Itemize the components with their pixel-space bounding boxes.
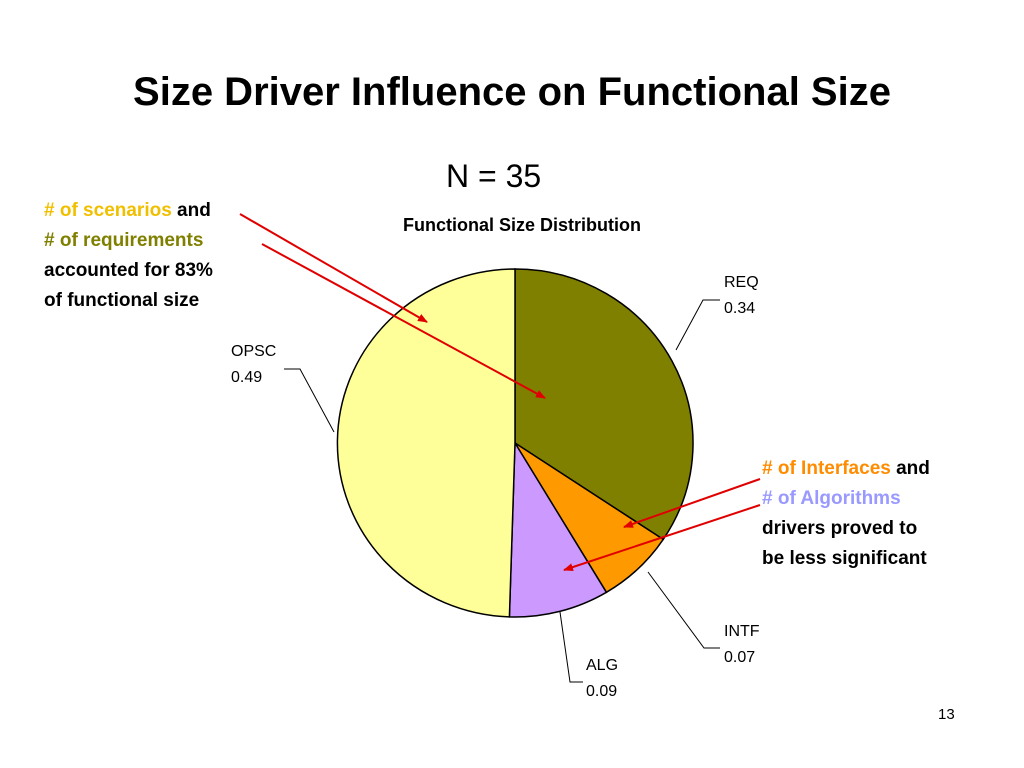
slice-name-alg: ALG [586,657,618,674]
slice-value-intf: 0.07 [724,649,755,666]
slice-name-intf: INTF [724,623,760,640]
drivers-text: drivers proved to [762,518,918,539]
sample-size-label: N = 35 [446,158,542,194]
scenarios-text: # of scenarios [44,200,172,221]
arrow-algorithms [563,504,761,571]
interfaces-text: # of Interfaces [762,458,891,479]
pie-slice-alg [508,440,608,618]
pie-slice-opsc [336,268,516,618]
leader-line-req [675,299,720,351]
less-significant-text: be less significant [762,548,927,569]
arrow-requirements [261,243,546,399]
leader-line-intf [647,571,720,649]
leader-line-opsc [284,368,335,433]
and-text: and [171,200,211,221]
functional-size-text: of functional size [44,290,200,311]
requirements-text: # of requirements [44,230,204,251]
slice-value-req: 0.34 [724,300,755,317]
arrow-interfaces [623,478,761,528]
left-annotation: # of scenarios and # of requirements acc… [44,196,284,316]
and-text: and [890,458,930,479]
algorithms-text: # of Algorithms [762,488,901,509]
annotation-arrows [239,213,761,571]
slice-value-alg: 0.09 [586,683,617,700]
slice-name-opsc: OPSC [231,343,276,360]
leader-line-alg [559,611,583,683]
slice-value-opsc: 0.49 [231,369,262,386]
arrow-scenarios [239,213,428,323]
right-annotation: # of Interfaces and # of Algorithms driv… [762,454,1002,574]
accounted-text: accounted for 83% [44,260,213,281]
slice-name-req: REQ [724,274,759,291]
slide-title: Size Driver Influence on Functional Size [133,70,891,114]
chart-title: Functional Size Distribution [403,215,641,235]
page-number: 13 [938,706,955,723]
